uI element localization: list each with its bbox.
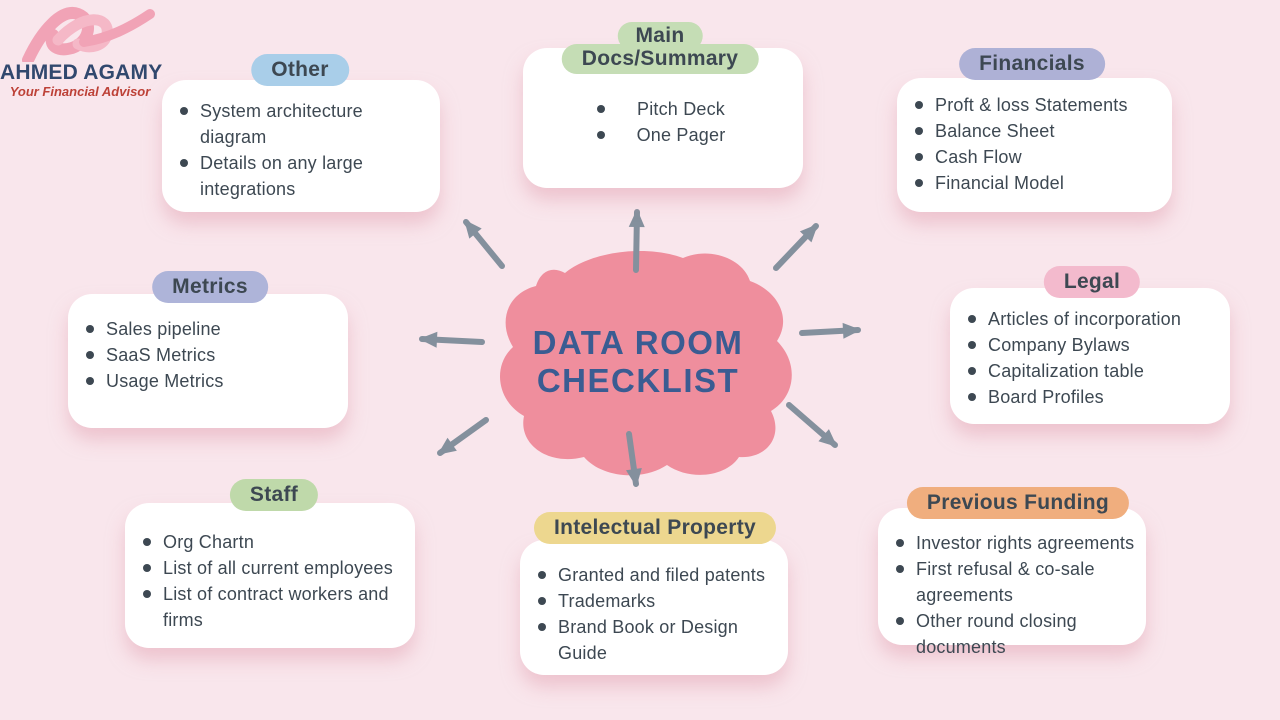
checklist-intelectual-property: Granted and filed patents Trademarks Bra… — [520, 540, 788, 666]
arrow-to-other-icon — [463, 219, 505, 269]
node-label-staff: Staff — [229, 479, 319, 511]
checklist-staff: Org Chartn List of all current employees… — [125, 503, 415, 633]
list-item: Details on any large integrations — [180, 150, 430, 202]
center-title-line2: CHECKLIST — [536, 362, 740, 399]
node-card-intelectual-property: Granted and filed patents Trademarks Bra… — [520, 540, 788, 675]
list-item: Sales pipeline — [86, 316, 338, 342]
list-item: One Pager — [583, 122, 779, 148]
arrow-to-intelectual-property-icon — [625, 431, 642, 487]
node-card-metrics: Sales pipeline SaaS Metrics Usage Metric… — [68, 294, 348, 428]
arrow-to-previous-funding-icon — [786, 402, 838, 448]
arrow-to-staff-icon — [437, 417, 489, 456]
arrow-to-financials-icon — [773, 223, 819, 271]
node-card-legal: Articles of incorporation Company Bylaws… — [950, 288, 1230, 424]
list-item: Cash Flow — [915, 144, 1162, 170]
checklist-financials: Proft & loss Statements Balance Sheet Ca… — [897, 78, 1172, 196]
node-label-main-docs-line2: Docs/Summary — [561, 44, 759, 74]
list-item: Other round closing documents — [896, 608, 1136, 660]
list-item: System architecture diagram — [180, 98, 430, 150]
center-title: DATA ROOM CHECKLIST — [533, 324, 744, 400]
list-item: Capitalization table — [968, 358, 1220, 384]
node-label-financials: Financials — [959, 48, 1105, 80]
node-card-financials: Proft & loss Statements Balance Sheet Ca… — [897, 78, 1172, 212]
ribbon-a-icon — [22, 7, 155, 62]
node-label-main-docs: Main Docs/Summary — [561, 22, 759, 74]
node-card-previous-funding: Investor rights agreements First refusal… — [878, 508, 1146, 657]
center-blob — [500, 250, 792, 476]
list-item: Usage Metrics — [86, 368, 338, 394]
list-item: List of contract workers and firms — [143, 581, 405, 633]
node-card-other: System architecture diagram Details on a… — [162, 80, 440, 212]
list-item: Financial Model — [915, 170, 1162, 196]
checklist-previous-funding: Investor rights agreements First refusal… — [878, 508, 1146, 660]
checklist-legal: Articles of incorporation Company Bylaws… — [950, 288, 1230, 410]
arrow-to-legal-icon — [799, 322, 861, 339]
node-card-staff: Org Chartn List of all current employees… — [125, 503, 415, 648]
checklist-metrics: Sales pipeline SaaS Metrics Usage Metric… — [68, 294, 348, 394]
node-label-other: Other — [251, 54, 349, 86]
center-title-line1: DATA ROOM — [532, 324, 744, 361]
list-item: Board Profiles — [968, 384, 1220, 410]
arrow-to-main-docs-icon — [628, 209, 645, 273]
list-item: Articles of incorporation — [968, 306, 1220, 332]
list-item: Balance Sheet — [915, 118, 1162, 144]
node-label-metrics: Metrics — [152, 271, 268, 303]
brand-tagline: Your Financial Advisor — [9, 84, 151, 99]
list-item: Org Chartn — [143, 529, 405, 555]
list-item: Proft & loss Statements — [915, 92, 1162, 118]
node-label-legal: Legal — [1043, 266, 1141, 298]
list-item: List of all current employees — [143, 555, 405, 581]
brand-name: AHMED AGAMY — [0, 61, 163, 84]
list-item: Investor rights agreements — [896, 530, 1136, 556]
node-label-previous-funding: Previous Funding — [906, 487, 1130, 519]
checklist-other: System architecture diagram Details on a… — [162, 80, 440, 202]
list-item: Pitch Deck — [583, 96, 779, 122]
list-item: Trademarks — [538, 588, 778, 614]
list-item: First refusal & co-sale agreements — [896, 556, 1136, 608]
list-item: Granted and filed patents — [538, 562, 778, 588]
list-item: Brand Book or Design Guide — [538, 614, 778, 666]
checklist-main-docs: Pitch Deck One Pager — [523, 48, 803, 148]
list-item: Company Bylaws — [968, 332, 1220, 358]
list-item: SaaS Metrics — [86, 342, 338, 368]
arrow-to-metrics-icon — [419, 331, 485, 348]
node-label-intelectual-property: Intelectual Property — [533, 512, 777, 544]
